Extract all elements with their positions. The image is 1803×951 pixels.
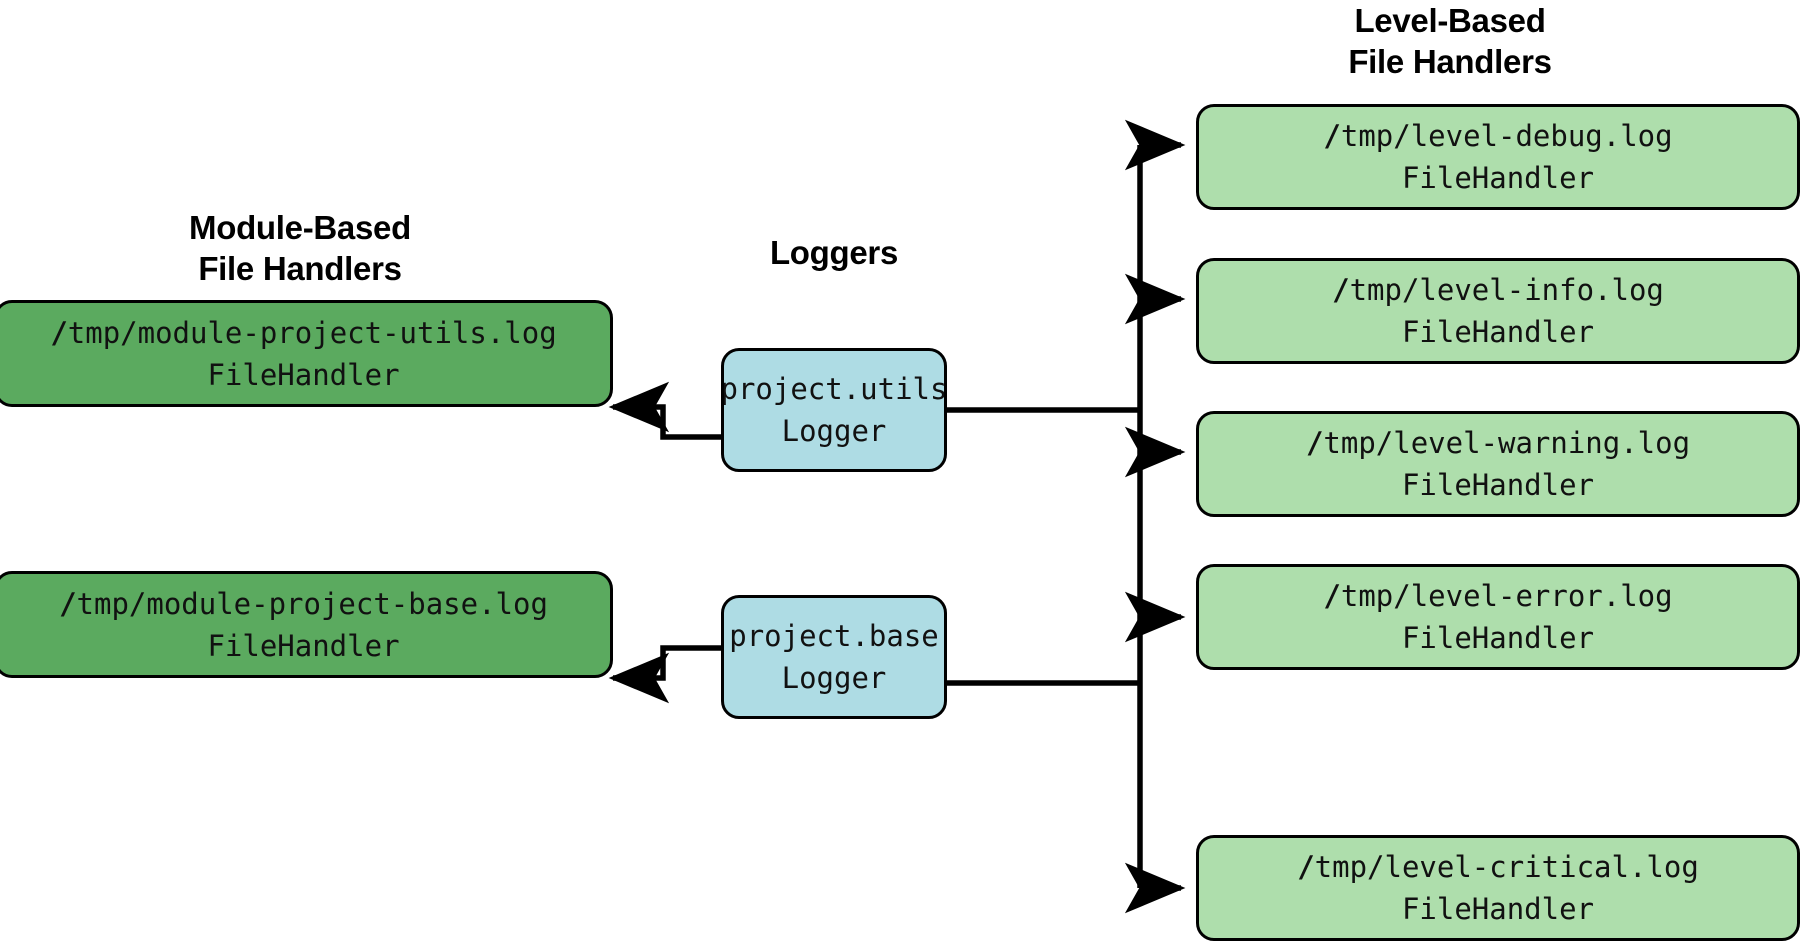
module-handler-node-project-base[interactable]: /tmp/module-project-base.log FileHandler — [0, 571, 613, 678]
logger-name-1: 'project.base' — [721, 619, 947, 653]
logger-type-0: Logger — [781, 414, 887, 448]
module-handler-path-1: /tmp/module-project-base.log — [59, 586, 548, 621]
module-handler-node-project-utils[interactable]: /tmp/module-project-utils.log FileHandle… — [0, 300, 613, 407]
level-handler-node-debug[interactable]: /tmp/level-debug.log FileHandler — [1196, 104, 1800, 210]
level-handler-node-warning[interactable]: /tmp/level-warning.log FileHandler — [1196, 411, 1800, 517]
logger-node-project-utils[interactable]: 'project.utils' Logger — [721, 348, 947, 472]
level-handler-node-error[interactable]: /tmp/level-error.log FileHandler — [1196, 564, 1800, 670]
module-handler-path-0: /tmp/module-project-utils.log — [50, 315, 557, 350]
level-handler-type-1: FileHandler — [1401, 315, 1595, 349]
level-handler-path-4: /tmp/level-critical.log — [1297, 850, 1699, 884]
module-handler-type-1: FileHandler — [207, 628, 400, 663]
logger-name-0: 'project.utils' — [721, 372, 947, 406]
level-handler-node-critical[interactable]: /tmp/level-critical.log FileHandler — [1196, 835, 1800, 941]
level-handler-node-info[interactable]: /tmp/level-info.log FileHandler — [1196, 258, 1800, 364]
level-handler-path-2: /tmp/level-warning.log — [1305, 426, 1691, 460]
level-handler-type-2: FileHandler — [1401, 468, 1595, 502]
group-title-loggers: Loggers — [769, 234, 899, 271]
logger-type-1: Logger — [781, 661, 887, 695]
level-handler-type-4: FileHandler — [1401, 892, 1595, 926]
level-handler-path-3: /tmp/level-error.log — [1323, 579, 1673, 613]
module-handler-type-0: FileHandler — [207, 357, 400, 392]
level-handler-path-0: /tmp/level-debug.log — [1323, 119, 1673, 153]
edge-base-to-module-base — [608, 645, 721, 704]
level-handler-type-3: FileHandler — [1401, 621, 1595, 655]
level-handler-type-0: FileHandler — [1401, 161, 1595, 195]
level-handler-path-1: /tmp/level-info.log — [1332, 273, 1664, 307]
edge-utils-to-module-utils — [608, 381, 721, 440]
group-title-module-based: Module-Based File Handlers — [189, 209, 411, 287]
logger-node-project-base[interactable]: 'project.base' Logger — [721, 595, 947, 719]
group-title-level-based: Level-Based File Handlers — [1348, 2, 1552, 80]
